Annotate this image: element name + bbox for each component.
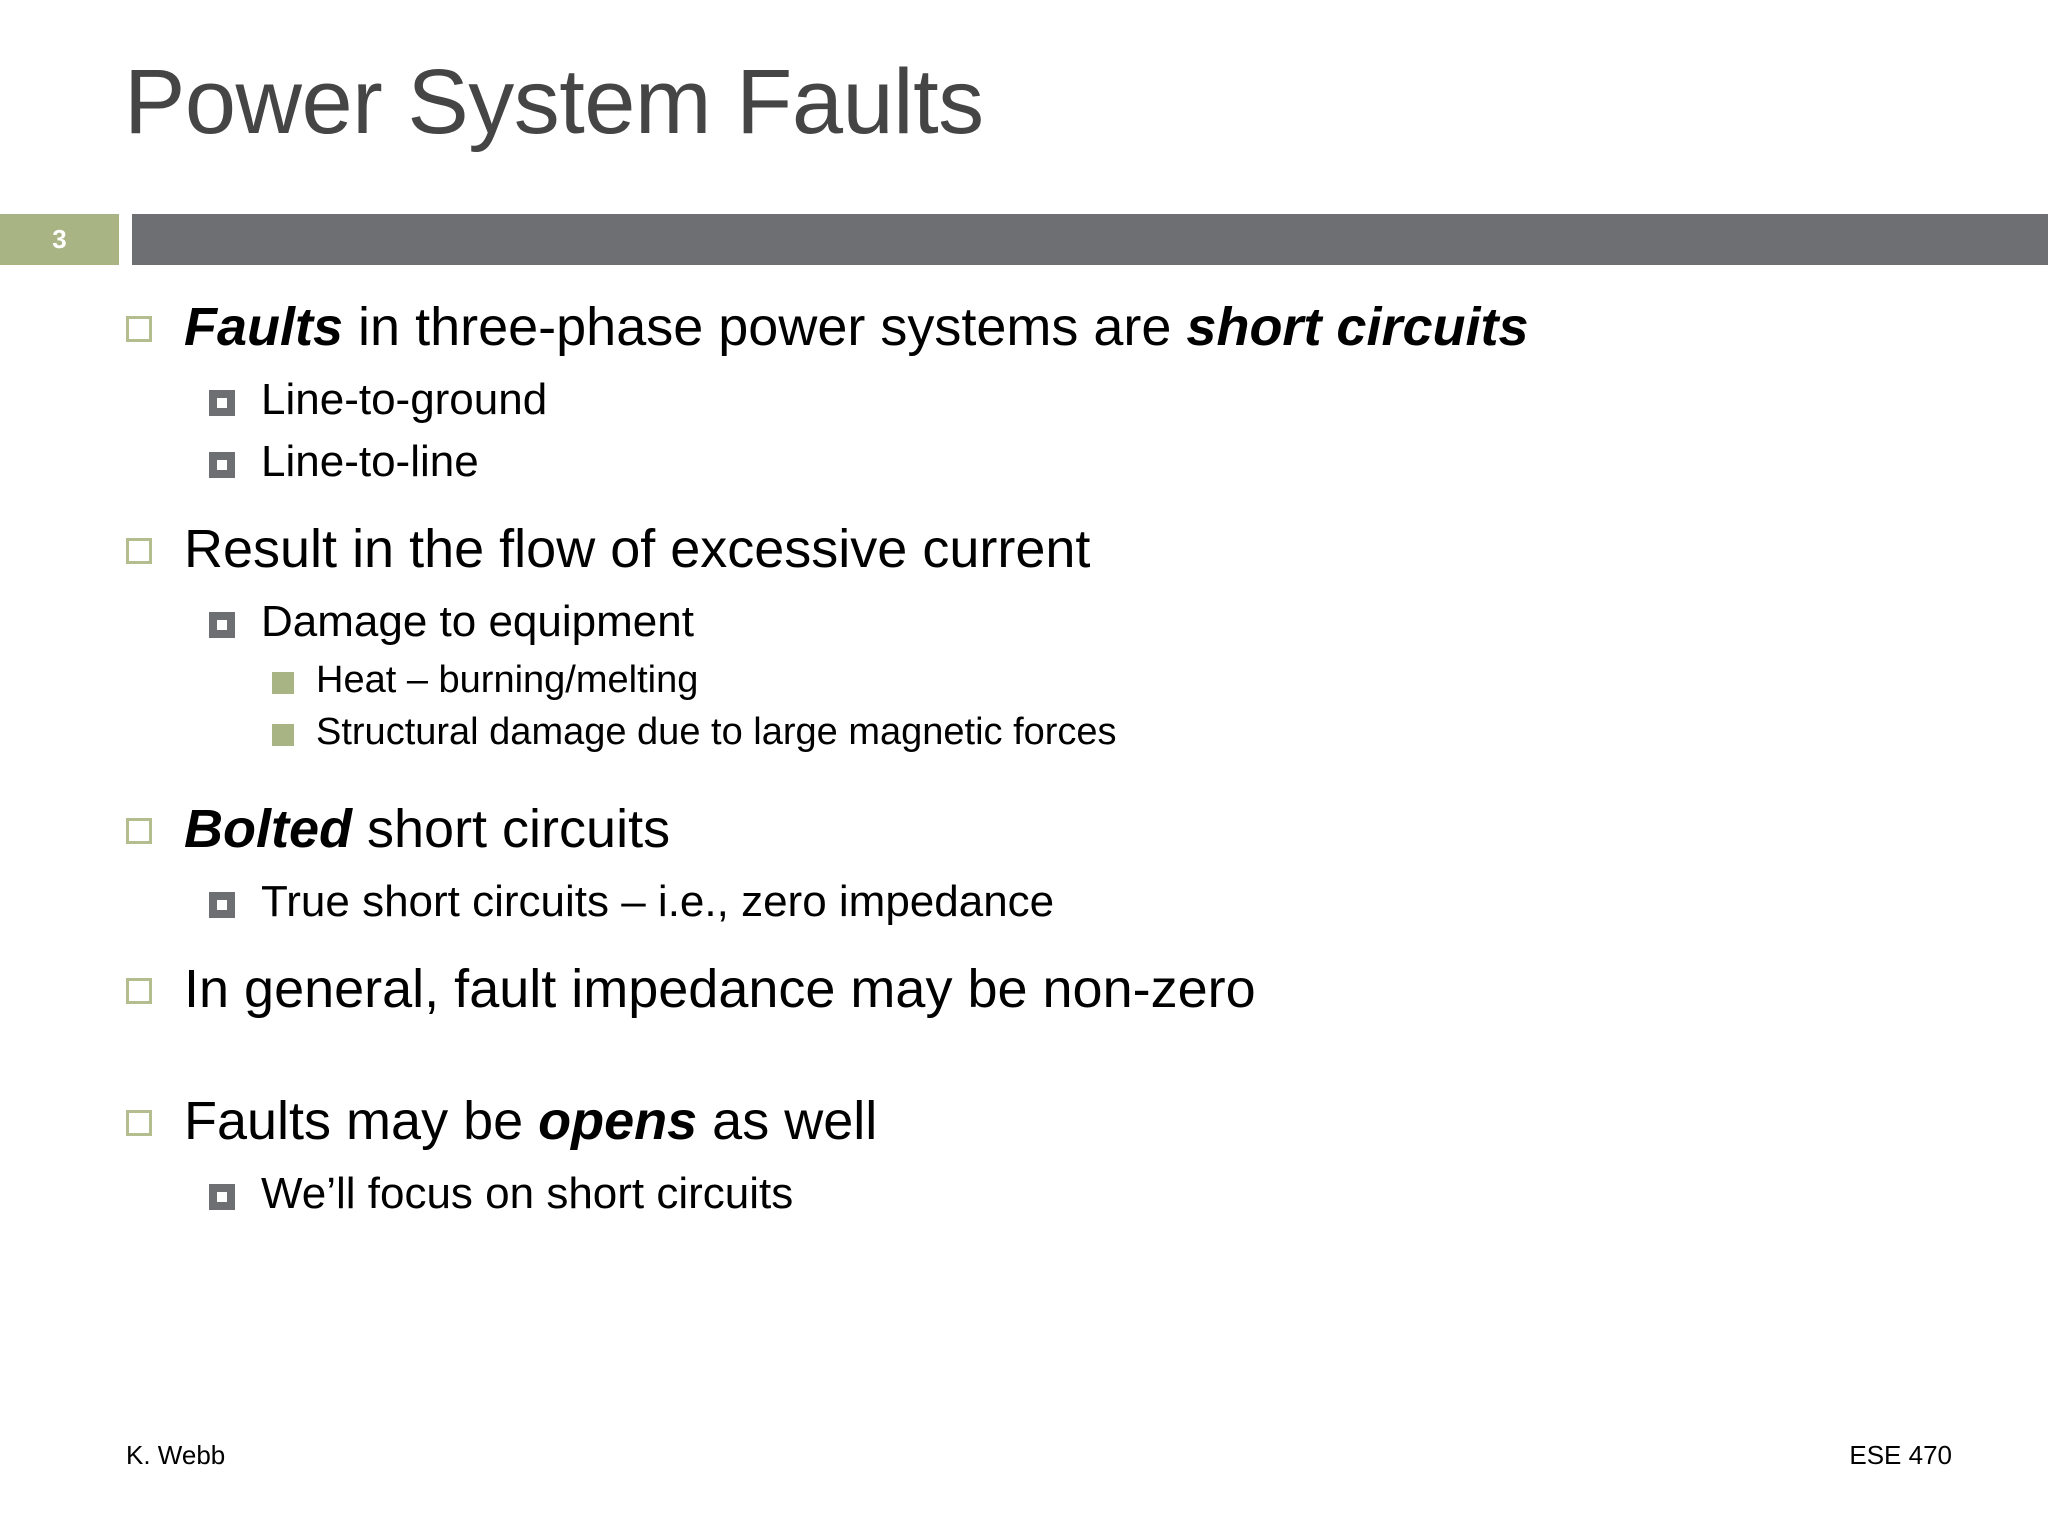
bullet-text: Structural damage due to large magnetic … (316, 706, 1117, 758)
bullet-square-icon (209, 612, 235, 638)
bullet-text: Faults in three-phase power systems are … (184, 290, 1529, 364)
bullet-text: Damage to equipment (261, 592, 694, 652)
footer-course: ESE 470 (1849, 1440, 1952, 1470)
plain-text: Result in the flow of excessive current (184, 519, 1091, 579)
bullet-item-level-1: Result in the flow of excessive current (0, 512, 2048, 586)
bullet-text: Line-to-ground (261, 370, 547, 430)
plain-text: Line-to-line (261, 437, 479, 486)
plain-text: Damage to equipment (261, 597, 694, 646)
bullet-square-icon (272, 724, 294, 746)
bullet-square-icon (209, 390, 235, 416)
plain-text: as well (697, 1091, 878, 1151)
vertical-spacer (0, 758, 2048, 792)
page-number-badge: 3 (0, 214, 119, 265)
bullet-item-level-2: True short circuits – i.e., zero impedan… (0, 872, 2048, 932)
bullet-text: True short circuits – i.e., zero impedan… (261, 872, 1054, 932)
bullet-square-icon (272, 672, 294, 694)
bullet-text: We’ll focus on short circuits (261, 1164, 793, 1224)
plain-text: Heat – burning/melting (316, 659, 699, 701)
bullet-item-level-1: Faults in three-phase power systems are … (0, 290, 2048, 364)
bullet-text: Heat – burning/melting (316, 654, 698, 706)
bullet-item-level-2: Line-to-ground (0, 370, 2048, 430)
bullet-list: Faults in three-phase power systems are … (0, 290, 2048, 1226)
plain-text: Faults may be (184, 1091, 539, 1151)
bullet-square-icon (209, 452, 235, 478)
bullet-item-level-2: Line-to-line (0, 432, 2048, 492)
bullet-square-icon (209, 1184, 235, 1210)
bullet-item-level-1: Faults may be opens as well (0, 1084, 2048, 1158)
plain-text: Structural damage due to large magnetic … (316, 711, 1117, 753)
bullet-item-level-3: Heat – burning/melting (0, 654, 2048, 706)
plain-text: in three-phase power systems are (343, 297, 1187, 357)
bullet-text: Result in the flow of excessive current (184, 512, 1090, 586)
emphasized-term: short circuits (1186, 297, 1529, 357)
bullet-item-level-1: In general, fault impedance may be non-z… (0, 952, 2048, 1026)
page-title: Power System Faults (124, 51, 984, 153)
plain-text: In general, fault impedance may be non-z… (184, 959, 1256, 1019)
bullet-square-icon (126, 1110, 152, 1136)
emphasized-term: Faults (184, 297, 344, 357)
bullet-item-level-2: We’ll focus on short circuits (0, 1164, 2048, 1224)
bullet-item-level-3: Structural damage due to large magnetic … (0, 706, 2048, 758)
bullet-text: Bolted short circuits (184, 792, 670, 866)
emphasized-term: Bolted (184, 799, 352, 859)
header-divider-bar (132, 214, 2048, 265)
plain-text: True short circuits – i.e., zero impedan… (261, 877, 1055, 926)
bullet-item-level-2: Damage to equipment (0, 592, 2048, 652)
bullet-square-icon (126, 538, 152, 564)
bullet-item-level-1: Bolted short circuits (0, 792, 2048, 866)
bullet-square-icon (126, 818, 152, 844)
emphasized-term: opens (538, 1091, 698, 1151)
plain-text: Line-to-ground (261, 375, 548, 424)
footer-author: K. Webb (126, 1440, 226, 1470)
bullet-text: Line-to-line (261, 432, 479, 492)
bullet-text: In general, fault impedance may be non-z… (184, 952, 1256, 1026)
vertical-spacer (0, 934, 2048, 952)
plain-text: We’ll focus on short circuits (261, 1169, 794, 1218)
bullet-text: Faults may be opens as well (184, 1084, 877, 1158)
vertical-spacer (0, 1032, 2048, 1084)
bullet-square-icon (209, 892, 235, 918)
page-number-label: 3 (52, 224, 67, 254)
bullet-square-icon (126, 978, 152, 1004)
vertical-spacer (0, 494, 2048, 512)
bullet-square-icon (126, 316, 152, 342)
plain-text: short circuits (352, 799, 671, 859)
